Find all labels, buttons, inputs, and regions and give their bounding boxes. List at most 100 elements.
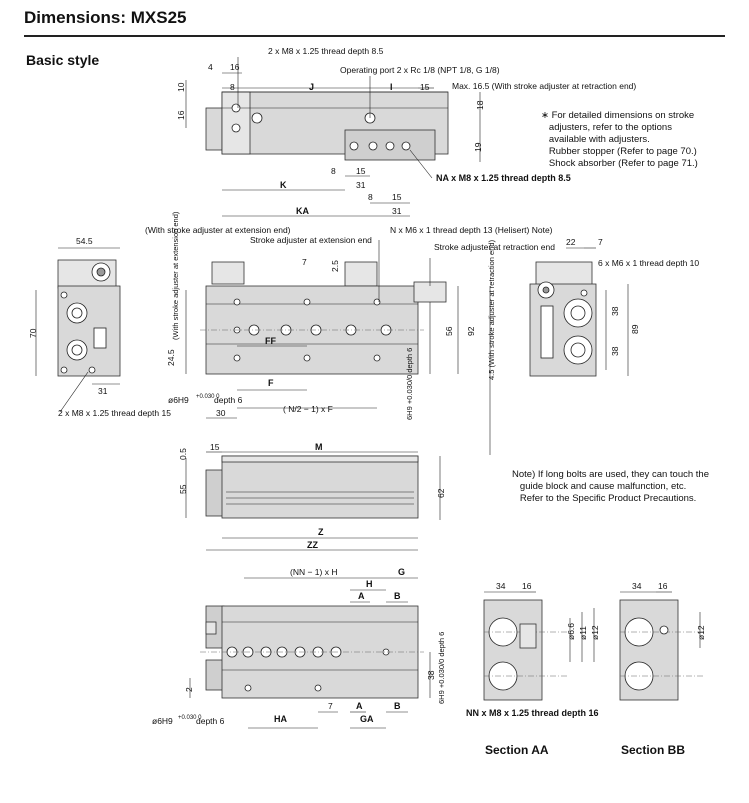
na-thread-label: NA x M8 x 1.25 thread depth 8.5 [436,173,571,183]
dim-38-bottom: 38 [426,670,436,680]
max-stroke-label: Max. 16.5 (With stroke adjuster at retra… [452,81,636,91]
dim-15c: 15 [392,192,402,202]
dim-24-5: 24.5 [166,349,176,366]
dim-A2: A [356,701,363,711]
dim-FF: FF [265,336,276,346]
ret-adjuster-label: Stroke adjuster at retraction end [434,242,555,252]
vert-ret-label: 4.5 (With stroke adjuster at retraction … [487,239,496,380]
aa-dim-11: ø11 [578,626,588,640]
section-aa-label: Section AA [485,743,549,757]
subtitle: Basic style [26,52,100,68]
dim-15-side: 15 [210,442,220,452]
n-thread-label: N x M6 x 1 thread depth 13 (Helisert) No… [390,225,553,235]
section-bb-label: Section BB [621,743,686,757]
dim-GA: GA [360,714,374,724]
section-aa: 34 16 ø6.6 ø11 ø12 [483,581,600,701]
ext-adjuster [211,261,245,285]
ext-adjuster-left-label: (With stroke adjuster at extension end) [145,225,291,235]
dim-7-right: 7 [598,237,603,247]
right-thread-label: 6 x M6 x 1 thread depth 10 [598,258,699,268]
dim-16b: 16 [176,110,186,120]
dim-K: K [280,180,287,190]
dim-56: 56 [444,326,454,336]
dim-4: 4 [208,62,213,72]
aa-dim-12: ø12 [590,625,600,640]
left-bore-depth: depth 6 [214,395,243,405]
bottom-bore-tol: +0.030 0 [178,715,202,721]
dim-0-5: 0.5 [178,448,188,460]
top-view: 4 16 8 J I 15 10 16 18 19 8 15 31 K 8 15… [176,46,636,217]
top-thread-label: 2 x M8 x 1.25 thread depth 8.5 [268,46,384,56]
dim-7-front: 7 [302,257,307,267]
bottom-bore-depth: depth 6 [196,716,225,726]
dim-Z: Z [318,527,324,537]
section-bb: 34 16 ø12 [619,581,706,701]
left-bore-tol: +0.030 0 [196,394,220,400]
dim-nf: ( N/2 − 1) x F [283,404,333,414]
dim-22: 22 [566,237,576,247]
aa-dim-34: 34 [496,581,506,591]
dim-54-5: 54.5 [76,236,93,246]
right-end-body [529,283,597,377]
side-view: 0.5 15 M 55 62 Z ZZ [178,442,446,551]
dim-A: A [358,591,365,601]
nn-thread-label: NN x M8 x 1.25 thread depth 16 [466,708,599,718]
left-end-body [57,285,121,377]
dim-HA: HA [274,714,287,724]
dim-16: 16 [230,62,240,72]
dim-62: 62 [436,488,446,498]
long-bolts-note: Note) If long bolts are used, they can t… [512,469,709,504]
dim-38a: 38 [610,306,620,316]
ext-adjuster-label: Stroke adjuster at extension end [250,235,372,245]
aa-dim-6-6: ø6.6 [566,623,576,640]
bb-dim-34: 34 [632,581,642,591]
bottom-bore-label: ø6H9 [152,716,173,726]
dim-15b: 15 [356,166,366,176]
dim-8: 8 [230,82,235,92]
dim-7-bottom: 7 [328,701,333,711]
dim-89: 89 [630,324,640,334]
dim-92: 92 [466,326,476,336]
dim-15: 15 [420,82,430,92]
dim-70: 70 [28,328,38,338]
right-end-view: 22 7 6 x M6 x 1 thread depth 10 38 38 89 [529,237,699,377]
dim-2: 2 [184,687,194,692]
bottom-vert-bore: 6H9 +0.030/0 depth 6 [437,632,446,704]
dim-10: 10 [176,82,186,92]
port-label: Operating port 2 x Rc 1/8 (NPT 1/8, G 1/… [340,65,500,75]
vert-ext-label: (With stroke adjuster at extension end) [171,211,180,340]
title-rule [24,35,725,37]
dim-I: I [390,82,393,92]
left-end-view: 54.5 70 31 2 x M8 x 1.25 thread depth 15 [28,236,171,418]
dim-31: 31 [356,180,366,190]
dim-KA: KA [296,206,309,216]
dim-J: J [309,82,314,92]
dim-19: 19 [473,142,483,152]
dim-M: M [315,442,323,452]
adjuster-note: ∗ For detailed dimensions on stroke adju… [541,110,698,169]
page-title: Dimensions: MXS25 [24,8,187,27]
dim-31-left: 31 [98,386,108,396]
dim-18: 18 [475,100,485,110]
vert-bore-label: 6H9 +0.030/0 depth 6 [405,348,414,420]
top-end-block [205,107,223,151]
dim-B2: B [394,701,401,711]
aa-dim-16: 16 [522,581,532,591]
bottom-view: (NN − 1) x H H G A B HA GA A B 7 2 38 6H… [152,567,599,729]
nn-label: (NN − 1) x H [290,567,337,577]
bb-dim-16: 16 [658,581,668,591]
dim-G: G [398,567,405,577]
dim-38b: 38 [610,346,620,356]
left-thread-label: 2 x M8 x 1.25 thread depth 15 [58,408,171,418]
front-view: 7 2.5 FF F 24.5 30 ( N/2 − 1) x F 56 92 … [145,211,555,455]
side-body [221,455,419,519]
dim-F: F [268,378,274,388]
dim-2-5: 2.5 [330,260,340,272]
dim-B: B [394,591,401,601]
dim-30: 30 [216,408,226,418]
left-bore-label: ø6H9 [168,395,189,405]
dim-ZZ: ZZ [307,540,318,550]
bb-dim-12: ø12 [696,625,706,640]
dim-55: 55 [178,484,188,494]
